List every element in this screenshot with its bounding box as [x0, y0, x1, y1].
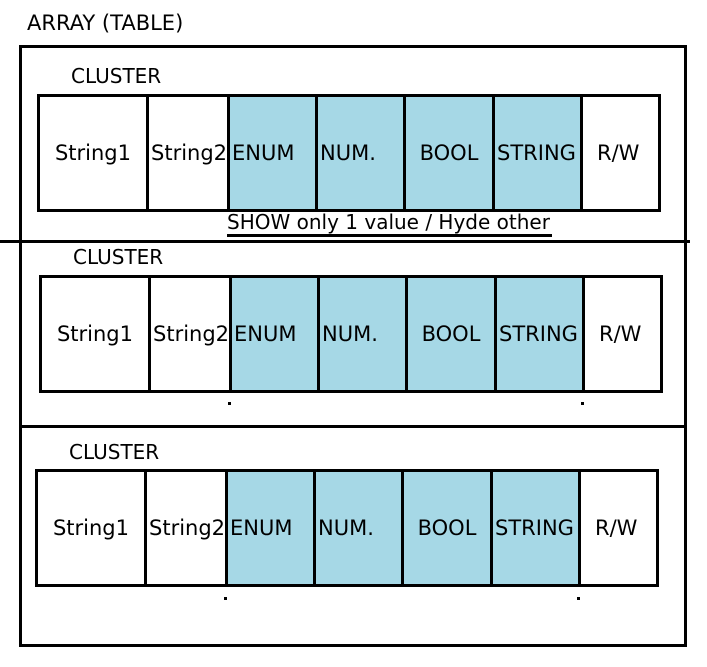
cell-bool: BOOL	[404, 472, 493, 584]
cell-rw: R/W	[597, 141, 640, 165]
cell-bool: BOOL	[406, 97, 495, 209]
marker-dot	[224, 597, 227, 600]
cell-string: STRING	[495, 97, 583, 209]
cell-enum: ENUM	[230, 97, 318, 209]
cell-string1: String1	[38, 472, 147, 584]
cluster-row-3: String1 String2 ENUM NUM. BOOL STRING R/…	[35, 469, 659, 587]
cell-rw: R/W	[595, 516, 638, 540]
cluster-label-2: CLUSTER	[73, 245, 164, 269]
cell-num: NUM.	[316, 472, 404, 584]
cluster-row-2: String1 String2 ENUM NUM. BOOL STRING R/…	[39, 275, 663, 393]
array-title: ARRAY (TABLE)	[27, 11, 184, 35]
cell-string: STRING	[493, 472, 581, 584]
marker-dot	[228, 402, 231, 405]
cell-num: NUM.	[320, 278, 408, 390]
cell-string2: String2	[151, 278, 232, 390]
visibility-note: SHOW only 1 value / Hyde other	[227, 210, 552, 237]
cluster-label-3: CLUSTER	[69, 440, 160, 464]
cluster-divider-1	[0, 240, 690, 243]
cluster-divider-2	[19, 425, 687, 428]
cell-num: NUM.	[318, 97, 406, 209]
cell-string: STRING	[497, 278, 585, 390]
cell-string1: String1	[40, 97, 149, 209]
marker-dot	[581, 402, 584, 405]
cell-rw: R/W	[599, 322, 642, 346]
cell-bool: BOOL	[408, 278, 497, 390]
array-container	[19, 45, 687, 647]
cluster-label-1: CLUSTER	[71, 64, 162, 88]
cluster-row-1: String1 String2 ENUM NUM. BOOL STRING R/…	[37, 94, 661, 212]
marker-dot	[577, 597, 580, 600]
cell-string2: String2	[147, 472, 228, 584]
cell-enum: ENUM	[228, 472, 316, 584]
cell-string1: String1	[42, 278, 151, 390]
cell-enum: ENUM	[232, 278, 320, 390]
cell-string2: String2	[149, 97, 230, 209]
